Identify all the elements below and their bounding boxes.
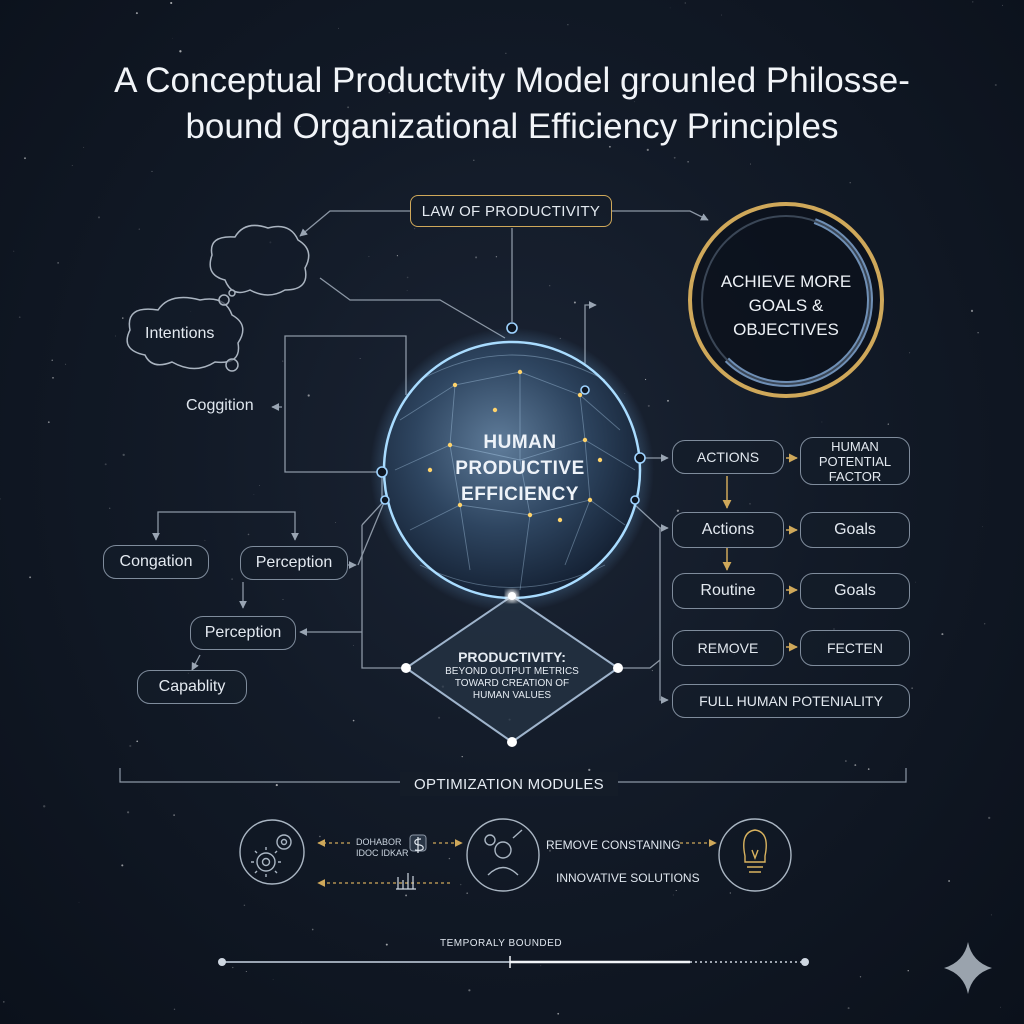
- diamond-line-3: HUMAN VALUES: [472, 690, 552, 701]
- routine-node: Routine: [672, 573, 784, 609]
- fecten-node: FECTEN: [800, 630, 910, 666]
- diamond-heading: PRODUCTIVITY:: [458, 649, 566, 665]
- person-gear-icon: [466, 818, 540, 892]
- gears-icon: [239, 819, 305, 885]
- law-of-productivity-node: LAW OF PRODUCTIVITY: [410, 195, 612, 227]
- congation-node: Congation: [103, 545, 209, 579]
- lightbulb-icon: [718, 818, 792, 892]
- human-potential-factor-node: HUMAN POTENTIAL FACTOR: [800, 437, 910, 485]
- hpf-line-2: POTENTIAL: [818, 453, 892, 469]
- goal-line-3: OBJECTIVES: [733, 320, 839, 339]
- goals-node-2: Goals: [800, 573, 910, 609]
- goal-line-2: GOALS &: [748, 296, 824, 315]
- thought-cloud-large: [209, 224, 310, 296]
- goal-ring-label: ACHIEVE MORE GOALS & OBJECTIVES: [702, 270, 870, 342]
- perception-mid-node: Perception: [190, 616, 296, 650]
- remove-constraints-text: REMOVE CONSTANING: [546, 838, 681, 852]
- diamond-line-2: TOWARD CREATION OF: [454, 678, 570, 689]
- top-connectors: [299, 210, 709, 385]
- goals-node-1: Goals: [800, 512, 910, 548]
- remove-node: REMOVE: [672, 630, 784, 666]
- timeline: [218, 956, 809, 968]
- goal-line-1: ACHIEVE MORE: [720, 272, 852, 291]
- globe: [370, 328, 654, 612]
- goal-ring: [688, 202, 884, 398]
- intentions-label: Intentions: [145, 325, 215, 342]
- perception-top-node: Perception: [240, 546, 348, 580]
- optimization-modules-label: OPTIMIZATION MODULES: [400, 772, 618, 796]
- module-arrows: [317, 839, 717, 887]
- hpf-line-3: FACTOR: [828, 468, 882, 484]
- full-human-potentiality-node: FULL HUMAN POTENIALITY: [672, 684, 910, 718]
- productivity-diamond: [401, 590, 623, 747]
- capability-node: Capablity: [137, 670, 247, 704]
- cognition-label: Coggition: [186, 397, 254, 414]
- module-tiny-text-1: DOHABOR: [356, 837, 402, 847]
- core-line-1: HUMAN: [483, 432, 557, 453]
- right-gold-arrows: [722, 453, 798, 652]
- module-tiny-text-2: IDOC IDKAR: [356, 848, 409, 858]
- diamond-line-1: BEYOND OUTPUT METRICS: [445, 666, 579, 677]
- actions-node: Actions: [672, 512, 784, 548]
- actions-caps-node: ACTIONS: [672, 440, 784, 474]
- dollar-icon: [409, 834, 427, 853]
- chart-icon: [396, 873, 416, 890]
- sparkle-icon: [944, 942, 992, 994]
- left-connectors: [152, 335, 407, 671]
- title-line-1: A Conceptual Productvity Model grounled …: [114, 61, 910, 100]
- hpf-line-1: HUMAN: [831, 438, 879, 454]
- connector-nodes: [376, 322, 646, 505]
- core-line-2: PRODUCTIVE: [455, 458, 585, 479]
- core-line-3: EFFICIENCY: [461, 484, 579, 505]
- page-title: A Conceptual Productvity Model grounled …: [40, 58, 984, 150]
- diamond-label: PRODUCTIVITY: BEYOND OUTPUT METRICS TOWA…: [424, 648, 600, 702]
- innovative-solutions-text: INNOVATIVE SOLUTIONS: [556, 871, 700, 885]
- modules-bracket: [119, 768, 907, 783]
- timeline-label: TEMPORALY BOUNDED: [440, 938, 563, 949]
- core-globe-label: HUMAN PRODUCTIVE EFFICIENCY: [410, 430, 630, 508]
- title-line-2: bound Organizational Efficiency Principl…: [185, 107, 839, 146]
- thought-cloud-intentions: [126, 289, 244, 372]
